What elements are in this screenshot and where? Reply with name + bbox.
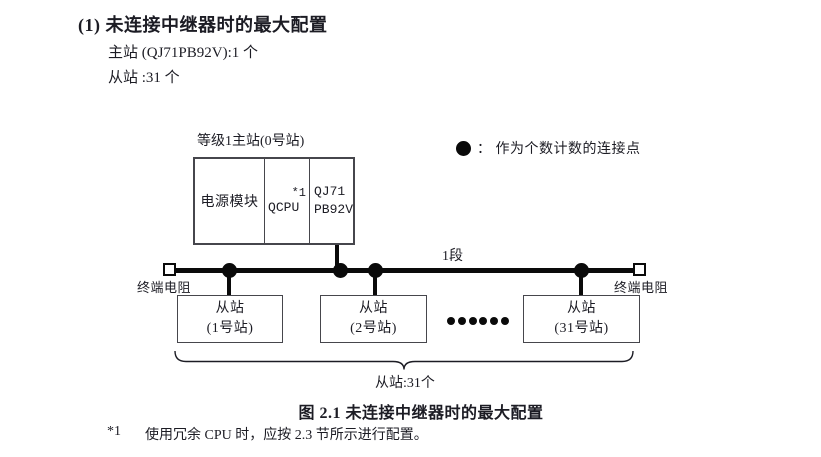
footnote-text: 使用冗余 CPU 时，应按 2.3 节所示进行配置。 (145, 428, 428, 443)
slave-station-2-box: 从站 (2号站) (320, 295, 427, 343)
cpu-footnote-ref: *1 (291, 185, 306, 200)
master-station-label: 等级1主站(0号站) (197, 134, 305, 149)
slave-station-31-line2: (31号站) (554, 321, 609, 336)
slave-station-1-line2: (1号站) (206, 321, 254, 336)
bus-segment-line (172, 268, 637, 273)
profibus-module-line2: PB92V (313, 202, 353, 217)
figure-caption: 图 2.1 未连接中继器时的最大配置 (298, 405, 544, 422)
legend-text: ： 作为个数计数的连接点 (477, 142, 641, 157)
slave-station-31-box: 从站 (31号站) (523, 295, 640, 343)
drop-line-slave31 (579, 271, 583, 295)
cpu-label: QCPU (268, 199, 300, 215)
footnote-marker: *1 (107, 424, 121, 439)
drop-line-slave1 (227, 271, 231, 295)
profibus-module-line1: QJ71 (313, 184, 346, 200)
slave-count-brace (174, 350, 634, 370)
connection-dot-slave2 (368, 263, 383, 278)
spec-line-slave: 从站 :31 个 (108, 70, 180, 86)
slave-station-1-line1: 从站 (215, 300, 245, 316)
terminating-resistor-left-label: 终端电阻 (137, 280, 192, 295)
cpu-cell: *1 QCPU (264, 159, 309, 243)
power-module-cell: 电源模块 (200, 195, 259, 210)
connection-dot-slave1 (222, 263, 237, 278)
terminating-resistor-left-icon (163, 263, 176, 276)
drop-line-master (335, 245, 339, 270)
drop-line-slave2 (373, 271, 377, 295)
terminating-resistor-right-label: 终端电阻 (614, 280, 669, 295)
profibus-module-cell: QJ71 PB92V (308, 159, 353, 243)
master-station-box: 电源模块 *1 QCPU QJ71 PB92V (193, 157, 355, 245)
legend: ： 作为个数计数的连接点 (456, 138, 641, 158)
slave-station-2-line1: 从站 (359, 300, 388, 316)
footnote: *1 使用冗余 CPU 时，应按 2.3 节所示进行配置。 (107, 424, 428, 444)
slave-station-2-line2: (2号站) (350, 321, 397, 336)
connection-dot-master (333, 263, 348, 278)
spec-line-master: 主站 (QJ71PB92V):1 个 (108, 45, 259, 61)
terminating-resistor-right-icon (633, 263, 646, 276)
legend-connection-dot-icon (456, 140, 471, 156)
section-heading: (1) 未连接中继器时的最大配置 (78, 15, 328, 35)
slave-station-31-line1: 从站 (567, 300, 596, 316)
connection-dot-slave31 (574, 263, 589, 278)
ellipsis-dots-icon (447, 317, 509, 325)
slave-count-label: 从站:31个 (375, 376, 435, 391)
segment-label: 1段 (442, 249, 463, 264)
slave-station-1-box: 从站 (1号站) (177, 295, 283, 343)
